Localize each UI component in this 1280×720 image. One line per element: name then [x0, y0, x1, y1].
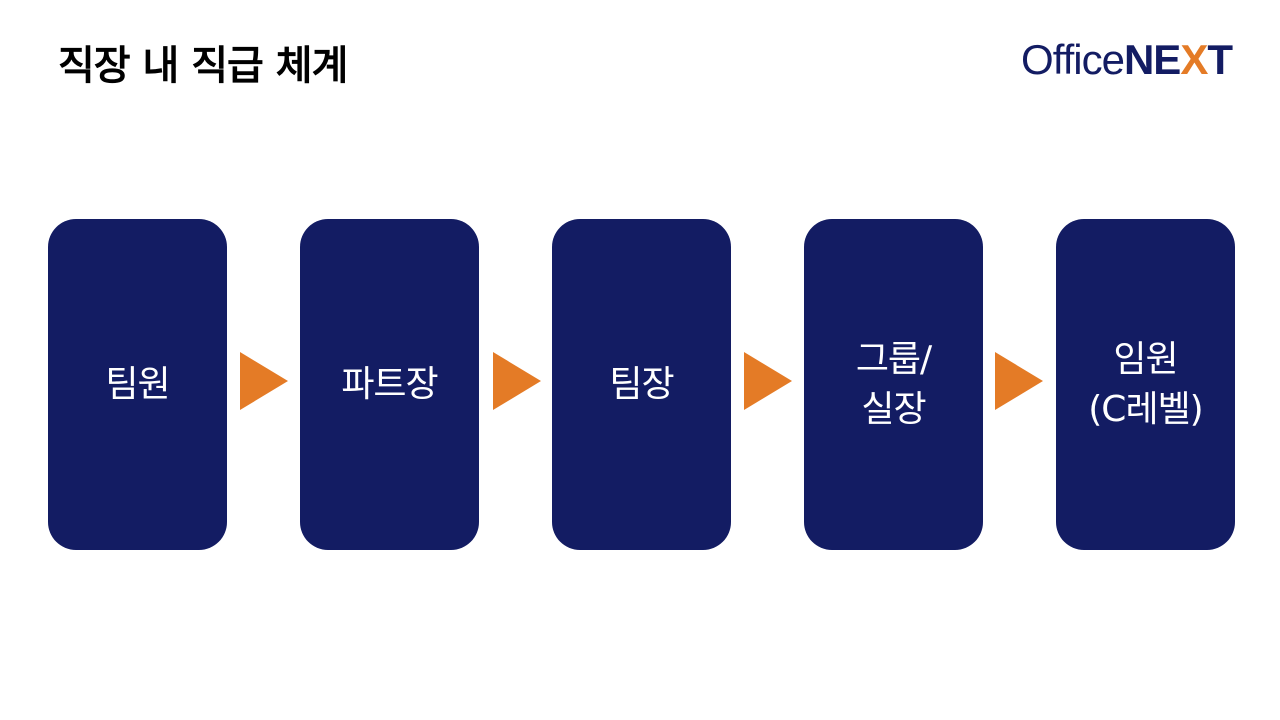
step-box-group-director: 그룹/ 실장: [804, 219, 983, 550]
step-label: 파트장: [341, 363, 438, 405]
logo-x-letter: X: [1180, 36, 1208, 83]
logo-office-text: Office: [1021, 36, 1125, 83]
step-box-executive: 임원 (C레벨): [1056, 219, 1235, 550]
step-box-team-leader: 팀장: [552, 219, 731, 550]
step-box-team-member: 팀원: [48, 219, 227, 550]
career-level-flow: 팀원 파트장 팀장 그룹/ 실장 임원 (C레벨): [48, 219, 1235, 550]
step-label: 그룹/ 실장: [855, 338, 932, 430]
page-title: 직장 내 직급 체계: [58, 43, 348, 89]
arrow-right-icon: [744, 352, 792, 410]
step-box-part-leader: 파트장: [300, 219, 479, 550]
officenext-logo: OfficeNEXT: [1021, 34, 1233, 86]
logo-ne-text: NE: [1123, 36, 1181, 83]
step-label: 팀장: [609, 363, 674, 405]
logo-t-text: T: [1207, 36, 1233, 83]
arrow-right-icon: [240, 352, 288, 410]
step-label: 팀원: [105, 363, 170, 405]
step-label: 임원 (C레벨): [1088, 338, 1203, 430]
logo-next-text: NEXT: [1123, 36, 1233, 83]
arrow-right-icon: [493, 352, 541, 410]
arrow-right-icon: [995, 352, 1043, 410]
